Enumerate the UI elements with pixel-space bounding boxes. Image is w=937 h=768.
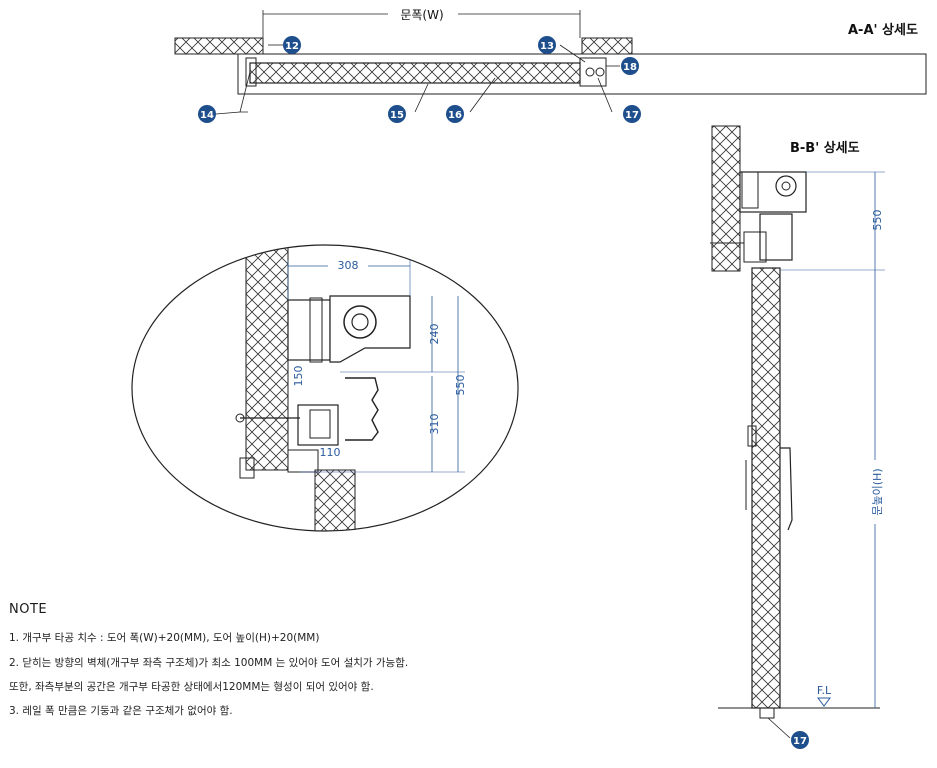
bb-motor xyxy=(741,171,759,209)
section-aa: 문폭(W) A-A' 상세도 12 13 18 14 15 xyxy=(174,8,927,123)
callout-17: 17 xyxy=(623,105,641,123)
left-wall-panel xyxy=(174,37,264,55)
leader-14b xyxy=(215,111,241,115)
bb-floor-guide xyxy=(759,707,775,719)
leader-16 xyxy=(469,77,496,113)
bb-height-label: 문높이(H) xyxy=(871,468,884,515)
rail-profile xyxy=(345,377,379,441)
dim-550-detail: 550 xyxy=(454,375,467,396)
callout-16: 16 xyxy=(446,105,464,123)
leader-17 xyxy=(597,77,613,113)
bb-pulley-hub xyxy=(781,181,791,191)
motor-housing xyxy=(287,299,331,361)
hanger-plate xyxy=(309,409,331,439)
bb-fl-label: F.L xyxy=(817,684,832,697)
door-panel-aa xyxy=(249,62,581,84)
bb-latch xyxy=(747,425,757,447)
callout-13: 13 xyxy=(538,36,556,54)
svg-text:12: 12 xyxy=(285,41,299,52)
callout-12: 12 xyxy=(283,36,301,54)
svg-text:18: 18 xyxy=(623,62,637,73)
leader-13 xyxy=(559,44,586,63)
callout-17b: 17 xyxy=(791,731,809,749)
bb-rail xyxy=(759,213,793,261)
left-frame xyxy=(245,57,257,87)
right-frame xyxy=(579,57,607,87)
note-line-2: 2. 닫히는 방향의 벽체(개구부 좌측 구조체)가 최소 100MM 는 있어… xyxy=(9,657,409,669)
svg-text:13: 13 xyxy=(540,41,554,52)
dim-310: 310 xyxy=(428,414,441,435)
svg-text:14: 14 xyxy=(200,110,214,121)
pulley-hub xyxy=(351,313,369,331)
svg-text:16: 16 xyxy=(448,110,462,121)
dim-308: 308 xyxy=(338,259,359,272)
bb-handle xyxy=(780,447,793,531)
dim-bg xyxy=(866,460,884,524)
bb-fl-marker xyxy=(817,697,831,707)
leader-17b xyxy=(767,717,791,739)
detail-circle: 308 240 550 310 150 110 xyxy=(131,244,519,532)
dim-240: 240 xyxy=(428,324,441,345)
detail-wall xyxy=(245,245,289,471)
bb-pulley xyxy=(775,175,797,197)
section-bb: B-B' 상세도 F.L 17 550 xyxy=(710,125,885,749)
dim-150: 150 xyxy=(292,366,305,387)
hanger-roller xyxy=(297,404,339,446)
bb-dim-550: 550 xyxy=(871,210,884,231)
roller-symbol xyxy=(585,67,595,77)
bb-hanger xyxy=(743,231,767,263)
rail-outline xyxy=(237,53,927,95)
svg-text:15: 15 xyxy=(390,110,404,121)
detail-door-panel xyxy=(314,469,356,531)
callout-15: 15 xyxy=(388,105,406,123)
dim-110: 110 xyxy=(320,446,341,459)
note-line-1: 1. 개구부 타공 치수 : 도어 폭(W)+20(MM), 도어 높이(H)+… xyxy=(9,632,320,644)
anchor-head xyxy=(235,413,245,423)
note-title: NOTE xyxy=(9,602,48,617)
leader-15 xyxy=(414,83,429,113)
leader-14 xyxy=(239,71,251,113)
note-line-3: 3. 레일 폭 만큼은 기둥과 같은 구조체가 없어야 함. xyxy=(9,705,233,717)
svg-text:17: 17 xyxy=(793,736,807,747)
callout-18: 18 xyxy=(621,57,639,75)
bb-wall xyxy=(711,125,741,272)
roller-symbol xyxy=(595,67,605,77)
pulley xyxy=(343,305,377,339)
section-bb-title: B-B' 상세도 xyxy=(790,141,860,156)
floor-stop xyxy=(239,457,255,479)
note-line-2b: 또한, 좌측부분의 공간은 개구부 타공한 상태에서120MM는 형성이 되어 … xyxy=(9,681,374,693)
right-wall-panel xyxy=(581,37,633,55)
motor-flange xyxy=(309,297,323,363)
bb-pulley-housing xyxy=(739,171,807,213)
width-label: 문폭(W) xyxy=(400,8,443,22)
bb-door-panel xyxy=(751,267,781,709)
svg-text:17: 17 xyxy=(625,110,639,121)
section-aa-title: A-A' 상세도 xyxy=(848,23,918,38)
dim-bg xyxy=(328,258,368,272)
callout-14: 14 xyxy=(198,105,216,123)
